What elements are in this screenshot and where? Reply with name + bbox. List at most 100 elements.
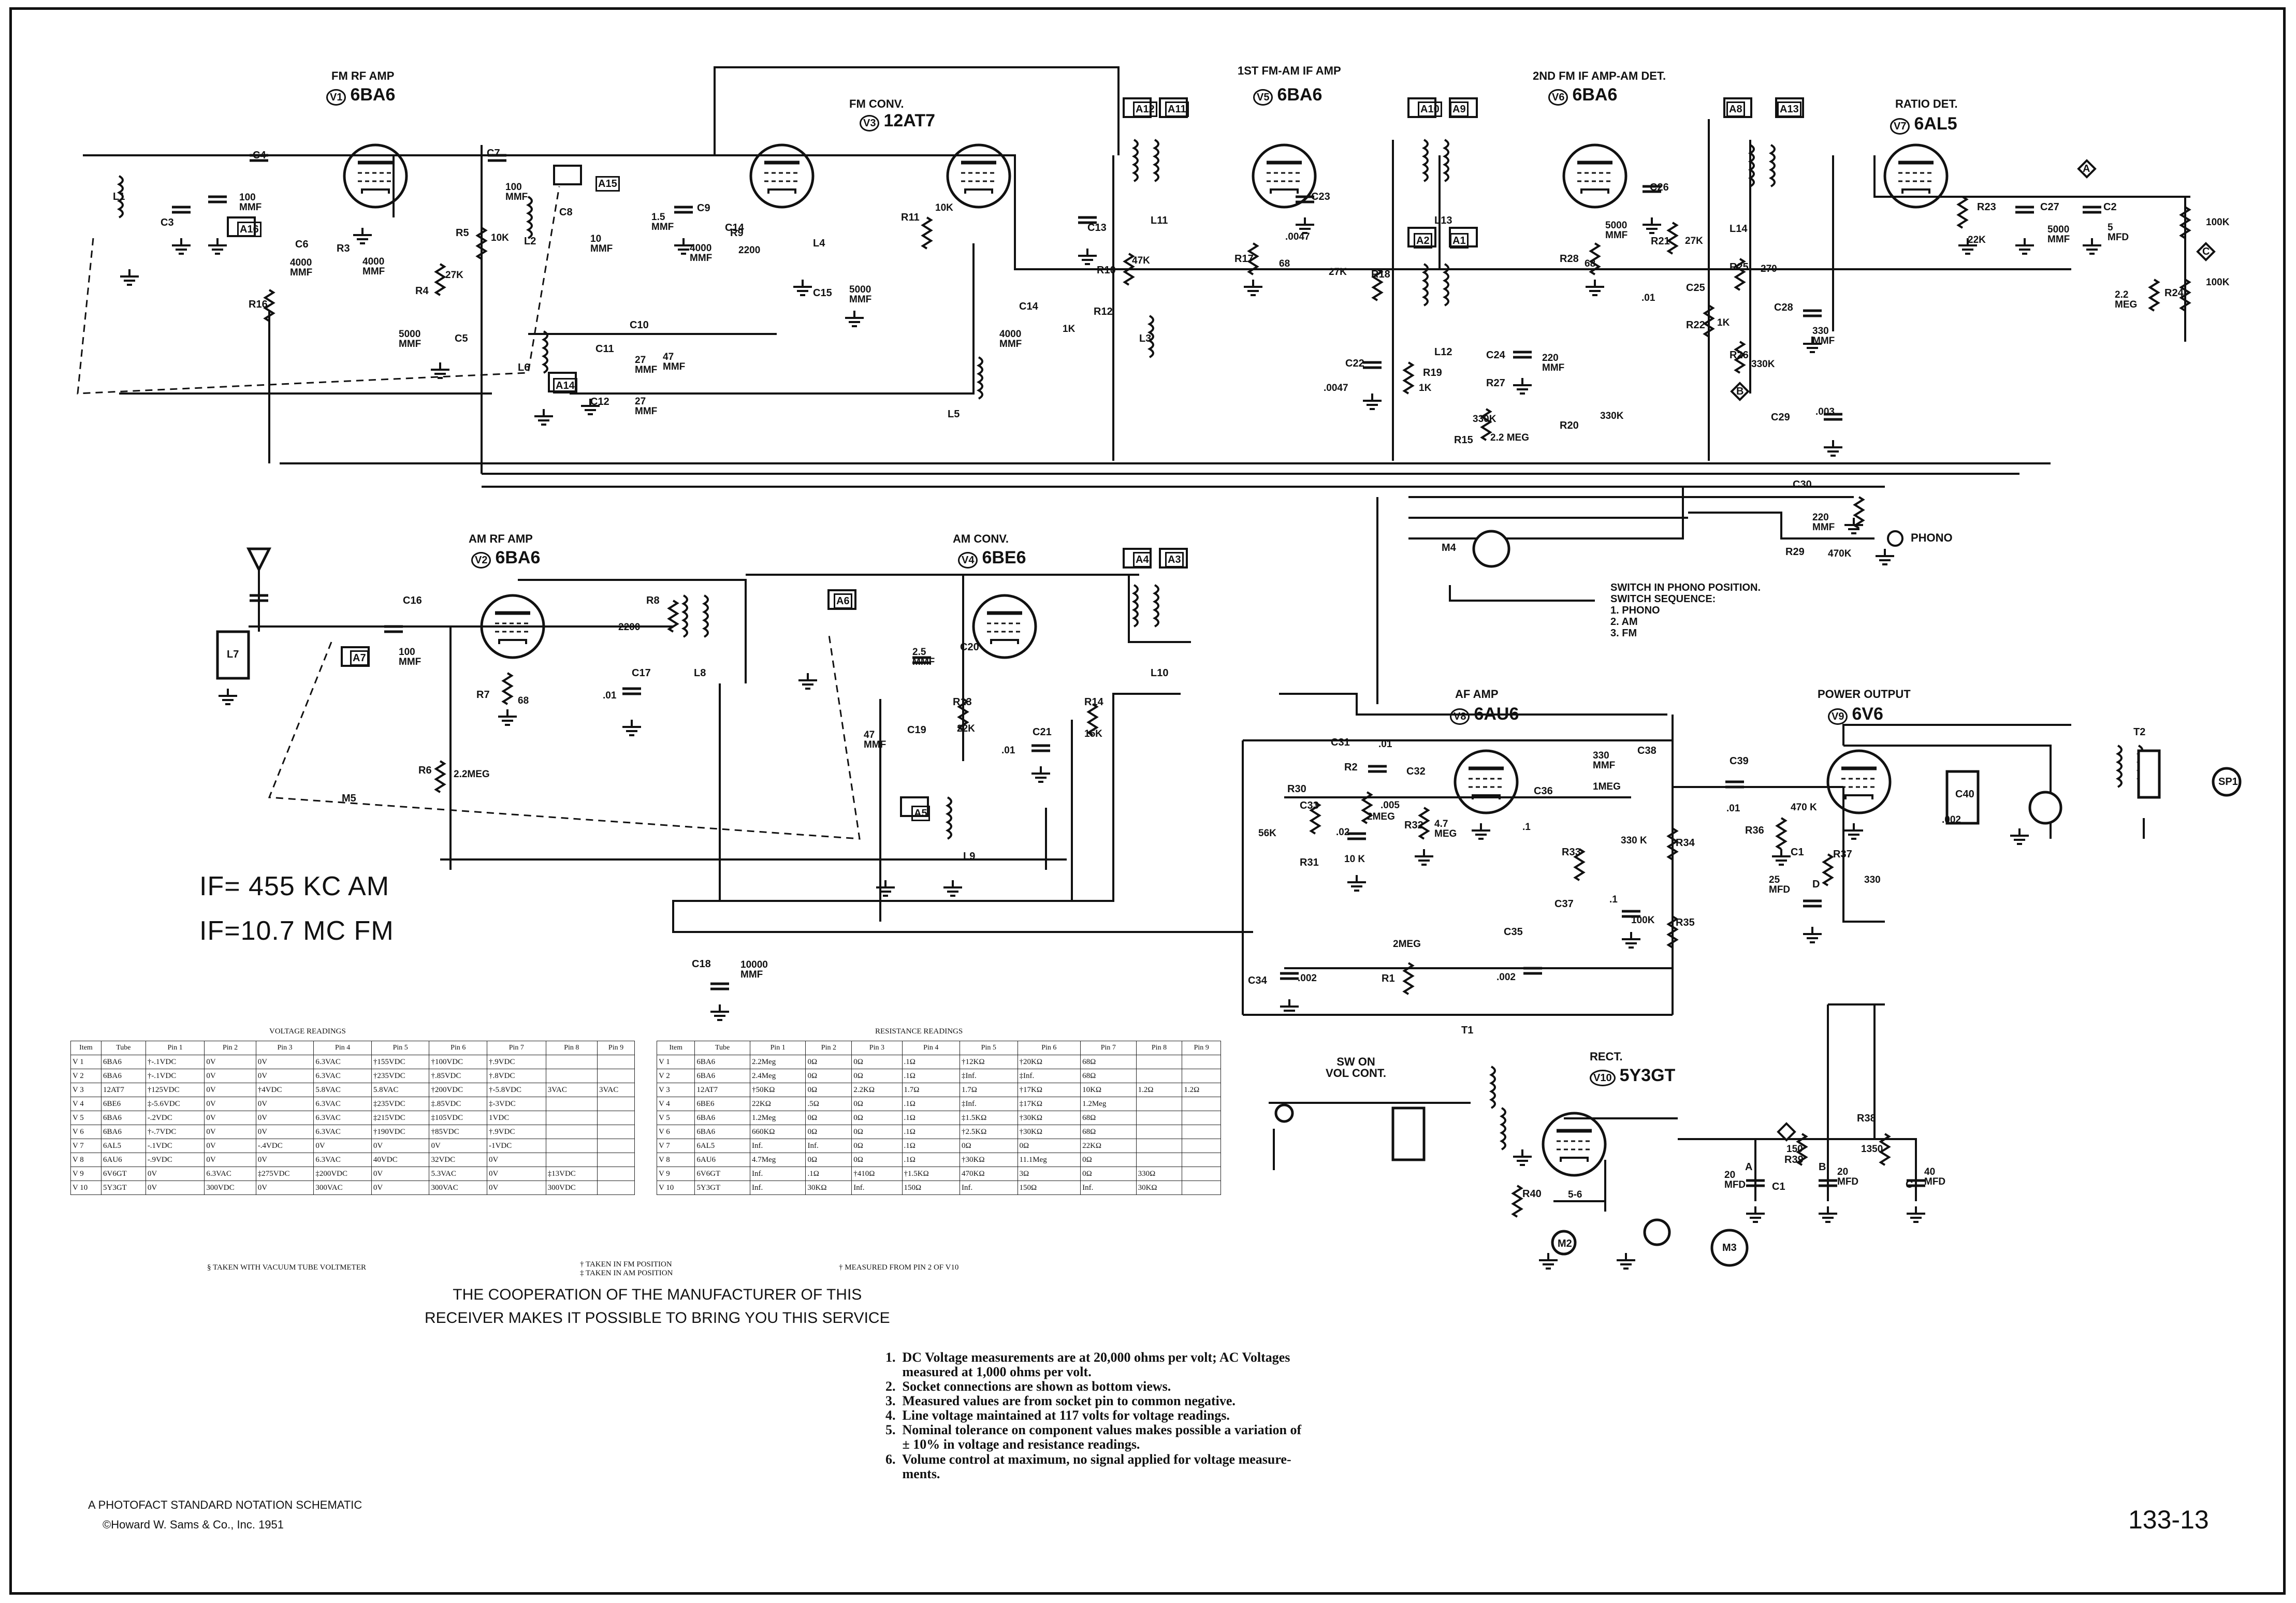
val-r15: 2.2 MEG bbox=[1490, 432, 1529, 443]
table-cell: Inf. bbox=[749, 1167, 806, 1181]
val-c12: 27 MMF bbox=[635, 396, 658, 417]
table-cell: 0V bbox=[255, 1069, 314, 1083]
stage-title-rect: RECT. bbox=[1590, 1050, 1623, 1063]
ref-L3: L3 bbox=[1139, 333, 1152, 344]
table-cell: 0V bbox=[255, 1111, 314, 1125]
table-cell: 0V bbox=[487, 1181, 546, 1195]
val-r10: 47K bbox=[1132, 255, 1150, 266]
ref-R30: R30 bbox=[1287, 783, 1306, 795]
ref-C20: C20 bbox=[960, 642, 979, 653]
ref-A6: A6 bbox=[834, 593, 852, 609]
table-cell: †-5.8VDC bbox=[487, 1083, 546, 1097]
ref-C22: C22 bbox=[1345, 358, 1364, 369]
ref-C34: C34 bbox=[1248, 975, 1267, 986]
if-am-frequency: IF= 455 KC AM bbox=[199, 871, 390, 901]
val-r2: 2MEG bbox=[1367, 811, 1395, 822]
ref-A8: A8 bbox=[1726, 101, 1745, 117]
ref-A5: A5 bbox=[911, 806, 930, 821]
table-cell bbox=[545, 1097, 598, 1111]
val-cap-a: 20 MFD bbox=[1724, 1170, 1746, 1190]
footer-copyright: ©Howard W. Sams & Co., Inc. 1951 bbox=[103, 1518, 284, 1531]
ref-R17: R17 bbox=[1234, 253, 1254, 265]
table-cell: 150Ω bbox=[902, 1181, 961, 1195]
table-cell: ‡.85VDC bbox=[429, 1097, 488, 1111]
ref-R9: R9 bbox=[730, 227, 744, 239]
val-r33: 1MEG bbox=[1593, 781, 1621, 792]
ref-R8: R8 bbox=[646, 595, 660, 606]
resistance_table-header: Tube bbox=[694, 1041, 750, 1055]
table-cell bbox=[597, 1069, 635, 1083]
val-c40: .002 bbox=[1942, 814, 1961, 825]
drawing-frame bbox=[9, 7, 2286, 1595]
table-cell: .1Ω bbox=[902, 1055, 961, 1069]
ref-C32: C32 bbox=[1406, 766, 1426, 777]
ref-R20: R20 bbox=[1560, 420, 1579, 431]
cooperation-statement: THE COOPERATION OF THE MANUFACTURER OF T… bbox=[425, 1286, 890, 1327]
table-cell: 6BA6 bbox=[100, 1069, 146, 1083]
ref-R14: R14 bbox=[1084, 696, 1103, 708]
table-cell bbox=[1182, 1097, 1221, 1111]
val-c20: 2.5 MMF bbox=[912, 647, 935, 667]
table-cell: 6BA6 bbox=[694, 1125, 750, 1139]
ref-R26: R26 bbox=[1730, 349, 1749, 361]
table-cell: V 7 bbox=[70, 1139, 101, 1153]
table-cell: 40VDC bbox=[371, 1153, 430, 1167]
table-cell bbox=[597, 1139, 635, 1153]
table-cell: 0Ω bbox=[1080, 1167, 1137, 1181]
table-cell: 0V bbox=[204, 1097, 256, 1111]
table-cell: V 4 bbox=[656, 1097, 695, 1111]
ref-C2: C2 bbox=[2103, 201, 2117, 213]
table-cell: †4VDC bbox=[255, 1083, 314, 1097]
ref-C19: C19 bbox=[907, 724, 926, 736]
ref-C35: C35 bbox=[1504, 926, 1523, 938]
stage-title-am-rf-amp: AM RF AMP bbox=[469, 532, 533, 545]
marker-b2: B bbox=[1819, 1161, 1826, 1173]
table-cell: 12AT7 bbox=[100, 1083, 146, 1097]
table-cell: 1.2Ω bbox=[1136, 1083, 1183, 1097]
val-c33: .02 bbox=[1336, 827, 1350, 838]
val-c1: 25 MFD bbox=[1769, 875, 1791, 895]
table-cell bbox=[597, 1181, 635, 1195]
ref-A9: A9 bbox=[1450, 101, 1469, 117]
ref-R13: R13 bbox=[953, 696, 972, 708]
resistance_table-header: Pin 9 bbox=[1182, 1041, 1221, 1055]
table-cell: Inf. bbox=[1080, 1181, 1137, 1195]
stage-title-ratio-det: RATIO DET. bbox=[1895, 97, 1958, 110]
marker-c2: C bbox=[1906, 1179, 1913, 1190]
table-cell: 0V bbox=[255, 1125, 314, 1139]
val-c21: .01 bbox=[1001, 745, 1015, 756]
val-r19: 1K bbox=[1419, 383, 1432, 394]
ref-L8: L8 bbox=[694, 667, 706, 679]
table-cell: V 7 bbox=[656, 1139, 695, 1153]
ref-T2: T2 bbox=[2133, 726, 2146, 738]
ref-C3: C3 bbox=[161, 217, 174, 228]
table-cell: †17KΩ bbox=[1017, 1083, 1081, 1097]
page-number: 133-13 bbox=[2128, 1505, 2209, 1534]
table-cell: †100VDC bbox=[429, 1055, 488, 1069]
table-cell: 300VDC bbox=[545, 1181, 598, 1195]
val-r14: 15K bbox=[1084, 728, 1102, 739]
table-cell: 0V bbox=[145, 1181, 205, 1195]
ref-R33: R33 bbox=[1562, 847, 1581, 858]
table-cell: 0Ω bbox=[851, 1139, 903, 1153]
ref-R34: R34 bbox=[1676, 837, 1695, 849]
table-cell: V 3 bbox=[656, 1083, 695, 1097]
val-r25: 270 bbox=[1761, 264, 1777, 274]
ref-C5: C5 bbox=[455, 333, 468, 344]
table-cell: ‡13VDC bbox=[545, 1167, 598, 1181]
table-cell: V 9 bbox=[656, 1167, 695, 1181]
table-cell: †-.1VDC bbox=[145, 1069, 205, 1083]
ref-L4: L4 bbox=[813, 238, 825, 249]
ref-C26: C26 bbox=[1650, 182, 1669, 193]
table-cell: 0Ω bbox=[1080, 1153, 1137, 1167]
